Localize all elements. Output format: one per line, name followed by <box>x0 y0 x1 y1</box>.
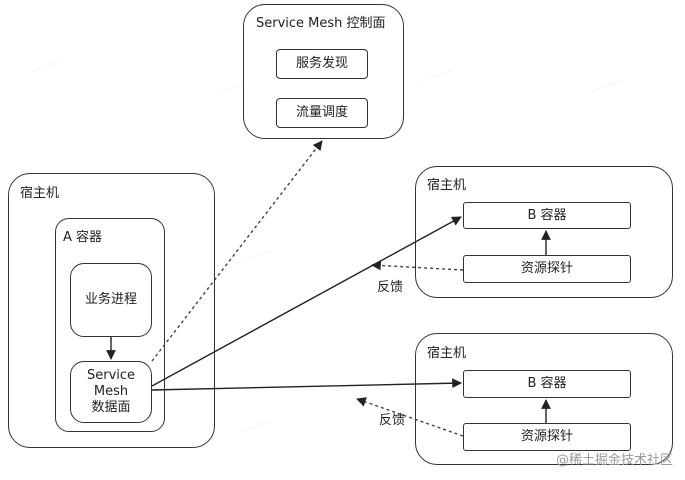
resource-probe-top-box: 资源探针 <box>463 255 631 283</box>
data-plane-line-1: Service <box>86 368 136 383</box>
resource-probe-bottom-box: 资源探针 <box>463 423 631 451</box>
watermark: ········· <box>418 65 453 88</box>
container-b-top-box: B 容器 <box>463 202 631 229</box>
watermark: ········· <box>588 75 623 98</box>
container-a-title: A 容器 <box>63 230 103 245</box>
host-bottom-right-title: 宿主机 <box>427 346 467 361</box>
host-left-title: 宿主机 <box>20 186 60 201</box>
watermark: ········· <box>238 245 273 268</box>
control-plane-title: Service Mesh 控制面 <box>256 16 386 31</box>
service-discovery-box: 服务发现 <box>276 49 368 79</box>
business-process-box: 业务进程 <box>70 263 152 337</box>
feedback-bottom-label: 反馈 <box>379 413 406 428</box>
footer-credit: @稀土掘金技术社区 <box>555 453 673 468</box>
watermark: ········· <box>238 415 273 438</box>
container-b-bottom-box: B 容器 <box>463 370 631 398</box>
feedback-top-label: 反馈 <box>377 280 404 295</box>
data-plane-line-3: 数据面 <box>91 400 131 415</box>
data-plane-box: Service Mesh 数据面 <box>70 361 152 423</box>
traffic-scheduling-box: 流量调度 <box>276 98 368 128</box>
watermark: ········· <box>28 55 63 78</box>
data-plane-line-2: Mesh <box>93 384 129 399</box>
host-top-right-title: 宿主机 <box>427 178 467 193</box>
